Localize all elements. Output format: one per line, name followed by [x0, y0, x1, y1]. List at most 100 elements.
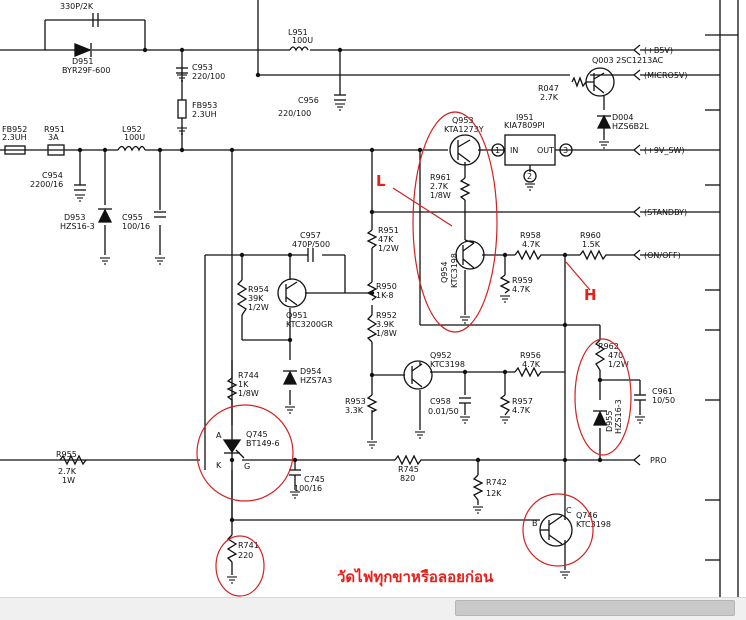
label-c956-val: 220/100: [278, 109, 311, 118]
label-r961-v2: 1/8W: [430, 191, 451, 200]
label-ic951-ref: I951: [516, 113, 534, 122]
label-d954-ref: D954: [300, 367, 321, 376]
ellipse-q746: [522, 493, 594, 567]
label-l951-ref: L951: [288, 28, 308, 37]
label-r956-val: 4.7K: [522, 360, 541, 369]
label-r952-ref: R952: [376, 311, 397, 320]
component-labels: 330P/2K D951 BYR29F-600 L951 100U C953 2…: [2, 2, 675, 560]
label-r961-v1: 2.7K: [430, 182, 449, 191]
label-r955-v2: 1W: [62, 476, 75, 485]
label-r955-v1: 2.7K: [58, 467, 77, 476]
label-pin1: 1: [495, 146, 500, 155]
label-r742-ref: R742: [486, 478, 507, 487]
mark-l: L: [376, 172, 386, 190]
rail-micro5v: (MICRO5V): [644, 71, 688, 80]
label-r962-v1: 470: [608, 351, 623, 360]
label-r744-v1: 1K: [238, 380, 249, 389]
label-d951-ref: D951: [72, 57, 93, 66]
label-q952-ref: Q952: [430, 351, 452, 360]
mark-h: H: [584, 286, 597, 304]
wires: [0, 0, 739, 597]
label-c961-ref: C961: [652, 387, 673, 396]
pointer-h: [565, 261, 591, 291]
label-r950-val: 1K-8: [376, 291, 393, 300]
thai-note: วัดไฟทุกขาหรือลอยก่อน: [337, 567, 494, 587]
label-fb953-val: 2.3UH: [192, 110, 217, 119]
label-r961-ref: R961: [430, 173, 451, 182]
junctions: [77, 47, 603, 523]
label-r741-ref: R741: [238, 541, 259, 550]
scrollbar-thumb[interactable]: [455, 600, 735, 616]
label-r956-ref: R956: [520, 351, 541, 360]
label-r744-v2: 1/8W: [238, 389, 259, 398]
label-q745-gate: G: [244, 462, 250, 471]
label-d953-ref: D953: [64, 213, 85, 222]
label-c957-val: 470P/500: [292, 240, 330, 249]
label-r960-ref: R960: [580, 231, 601, 240]
label-q003: Q003 2SC1213AC: [592, 56, 664, 65]
label-fb953-ref: FB953: [192, 101, 217, 110]
label-c745-ref: C745: [304, 475, 325, 484]
label-r957-val: 4.7K: [512, 406, 531, 415]
label-r742-val: 12K: [486, 489, 502, 498]
label-r951f-ref: R951: [44, 125, 65, 134]
rail-b5v: (+B5V): [644, 46, 673, 55]
label-l952-val: 100U: [124, 133, 145, 142]
schematic-diagram: 330P/2K D951 BYR29F-600 L951 100U C953 2…: [0, 0, 739, 597]
ground-symbols: [75, 68, 645, 584]
label-q746-b: B: [532, 519, 538, 528]
red-annotations: [196, 111, 632, 597]
label-r959-val: 4.7K: [512, 285, 531, 294]
label-r959-ref: R959: [512, 276, 533, 285]
rail-labels: (+B5V) (MICRO5V) (+9V_SW) (STANDBY) (ON/…: [644, 46, 688, 465]
label-q745-val: BT149-6: [246, 439, 280, 448]
label-c956-ref: C956: [298, 96, 319, 105]
label-ic951-out: OUT: [537, 146, 554, 155]
label-r953-ref: R953: [345, 397, 366, 406]
rail-standby: (STANDBY): [644, 208, 687, 217]
horizontal-scrollbar[interactable]: [0, 597, 746, 620]
label-r745-val: 820: [400, 474, 415, 483]
label-fb952-val: 2.3UH: [2, 133, 27, 142]
label-r741-val: 220: [238, 551, 253, 560]
rail-onoff: (ON/OFF): [644, 251, 681, 260]
label-r954-ref: R954: [248, 285, 269, 294]
label-c954-val: 2200/16: [30, 180, 63, 189]
label-r962-ref: R962: [598, 342, 619, 351]
label-c953-val: 220/100: [192, 72, 225, 81]
label-d953-val: HZS16-3: [60, 222, 95, 231]
label-c330p: 330P/2K: [60, 2, 94, 11]
label-q953-val: KTA1273Y: [444, 125, 484, 134]
label-fb952-ref: FB952: [2, 125, 27, 134]
label-q954-val: KTC3198: [450, 253, 459, 288]
label-r952-v2: 1/8W: [376, 329, 397, 338]
label-c955-val: 100/16: [122, 222, 150, 231]
pointer-l: [392, 187, 453, 227]
label-q746-c: C: [566, 506, 572, 515]
label-q745-ref: Q745: [246, 430, 268, 439]
label-r950-ref: R950: [376, 282, 397, 291]
label-r047-val: 2.7K: [540, 93, 559, 102]
label-r960-val: 1.5K: [582, 240, 601, 249]
label-r958-val: 4.7K: [522, 240, 541, 249]
label-pin3: 3: [563, 146, 568, 155]
label-c953-ref: C953: [192, 63, 213, 72]
label-r957-ref: R957: [512, 397, 533, 406]
label-pin2: 2: [527, 172, 532, 181]
label-r745-ref: R745: [398, 465, 419, 474]
label-d004-ref: D004: [612, 113, 633, 122]
label-r953-val: 3.3K: [345, 406, 364, 415]
label-r744-ref: R744: [238, 371, 259, 380]
rail-connectors: [633, 44, 641, 466]
label-r047-ref: R047: [538, 84, 559, 93]
label-q951-val: KTC3200GR: [286, 320, 333, 329]
label-r952-v1: 3.9K: [376, 320, 395, 329]
label-r951f-val: 3A: [48, 133, 59, 142]
label-r955-ref: R955: [56, 450, 77, 459]
label-r954-v2: 1/2W: [248, 303, 269, 312]
ellipse-q745: [196, 404, 294, 502]
ellipse-r741: [215, 535, 265, 597]
label-q952-val: KTC3198: [430, 360, 465, 369]
label-r951-v1: 47K: [378, 235, 394, 244]
component-symbols: [4, 13, 646, 563]
